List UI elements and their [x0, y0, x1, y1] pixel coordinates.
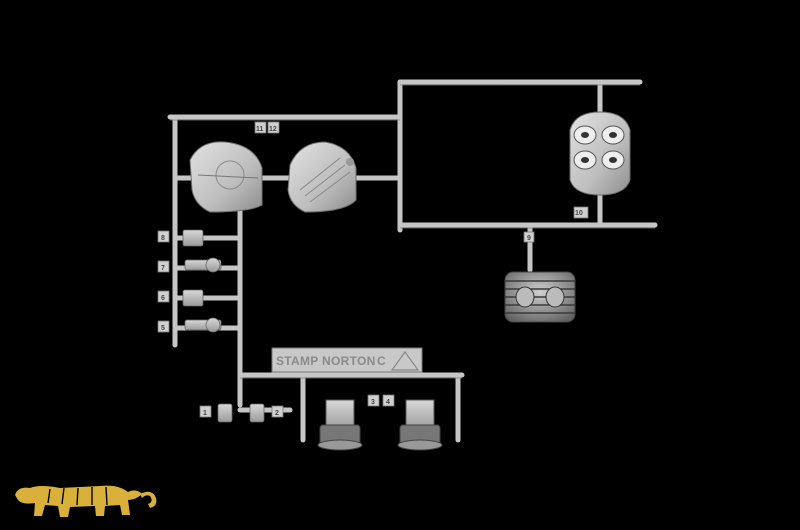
part-number-6: 6 [161, 295, 165, 302]
stamp-plate: STAMP NORTON C [271, 347, 423, 373]
tiger-icon [15, 485, 157, 517]
stamp-label: STAMP NORTON [276, 354, 376, 368]
part-number-3: 3 [371, 399, 375, 406]
cylinder-barrel-left [317, 399, 363, 451]
part-number-12: 12 [269, 126, 277, 133]
part-number-10: 10 [575, 210, 583, 217]
part-number-labels: 1 2 3 4 5 6 7 8 9 10 11 12 [161, 126, 583, 417]
sprue-frame [167, 79, 658, 443]
part-number-2: 2 [275, 410, 279, 417]
part-number-4: 4 [386, 399, 390, 406]
small-parts-left [182, 229, 222, 333]
part-number-11: 11 [256, 126, 264, 133]
crankcase-cover-left [189, 141, 263, 213]
small-parts-bottom [217, 403, 265, 423]
part-number-8: 8 [161, 235, 165, 242]
rocker-cover-part [569, 111, 631, 196]
part-number-1: 1 [203, 410, 207, 417]
cylinder-head-part [504, 271, 576, 323]
stamp-c-mark: C [377, 354, 386, 368]
part-number-7: 7 [161, 265, 165, 272]
part-number-5: 5 [161, 325, 165, 332]
part-number-9: 9 [527, 235, 531, 242]
part-tags-left [157, 230, 170, 333]
cylinder-barrel-right [397, 399, 443, 451]
crankcase-cover-right [287, 141, 357, 213]
